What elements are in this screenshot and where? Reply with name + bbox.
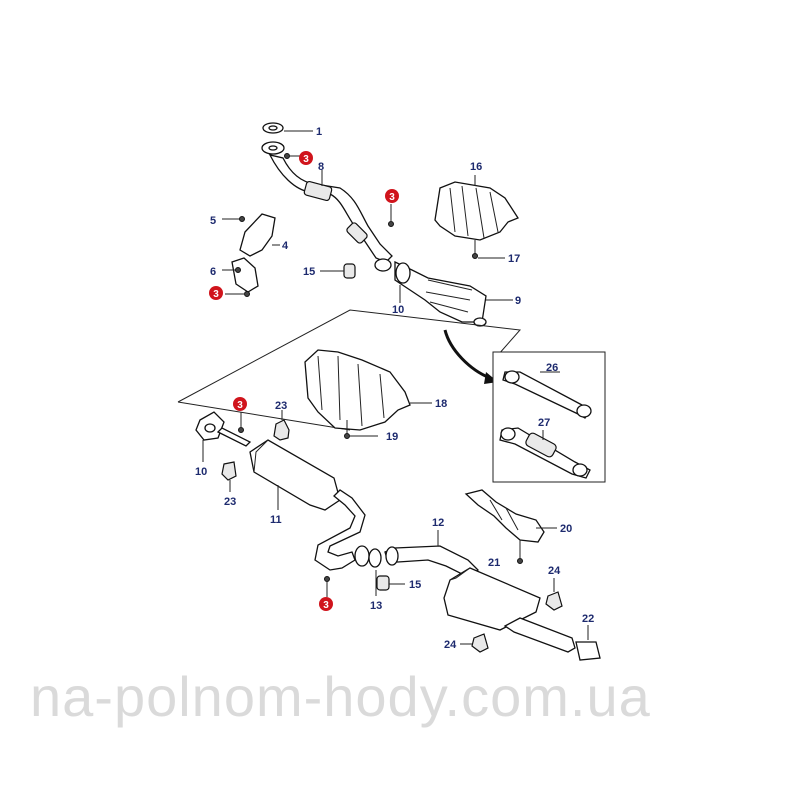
label-27: 27 (538, 417, 550, 429)
label-3d: 3 (237, 400, 243, 411)
part-16-heat-shield (434, 175, 519, 259)
marker-3d (233, 397, 247, 411)
part-8-front-pipe (268, 154, 393, 263)
marker-3b (385, 189, 399, 203)
label-24a: 24 (548, 565, 561, 577)
part-15-rubber-hanger (320, 263, 356, 279)
label-23b: 23 (224, 496, 236, 508)
label-10a: 10 (392, 304, 404, 316)
marker-3a (299, 151, 313, 165)
label-13: 13 (370, 600, 382, 612)
label-21: 21 (488, 557, 500, 569)
part-15-rubber-hanger-lower (376, 575, 405, 591)
part-24-rubber-hanger (460, 578, 563, 653)
label-8: 8 (318, 161, 324, 173)
part-22-tail-pipe (575, 625, 601, 661)
marker-3c (209, 286, 223, 300)
label-3a: 3 (303, 154, 309, 165)
part-12-rear-muffler (384, 530, 576, 653)
label-3e: 3 (323, 600, 329, 611)
part-10-gasket (195, 411, 225, 462)
label-3b: 3 (389, 192, 395, 203)
label-16: 16 (470, 161, 482, 173)
label-12: 12 (432, 517, 444, 529)
label-10b: 10 (195, 466, 207, 478)
part-11-center-muffler (216, 427, 366, 571)
part-13-gasket (354, 545, 382, 596)
label-19: 19 (386, 431, 398, 443)
label-17: 17 (508, 253, 520, 265)
label-11: 11 (270, 514, 282, 526)
label-3c: 3 (213, 289, 219, 300)
label-5: 5 (210, 215, 216, 227)
part-1-flange-gasket (261, 122, 313, 155)
inset-box-flex-pipes (492, 351, 606, 483)
part-23-rubber-hanger (221, 410, 290, 492)
label-23a: 23 (275, 400, 287, 412)
part-18-heat-shield (304, 349, 432, 439)
label-15a: 15 (303, 266, 315, 278)
marker-3e (319, 597, 333, 611)
label-1: 1 (316, 126, 322, 138)
label-18: 18 (435, 398, 447, 410)
part-20-heat-shield (464, 489, 557, 564)
label-22: 22 (582, 613, 594, 625)
label-15b: 15 (409, 579, 421, 591)
part-4-bracket (222, 213, 280, 293)
label-9: 9 (515, 295, 521, 307)
label-20: 20 (560, 523, 572, 535)
label-26: 26 (546, 362, 558, 374)
part-9-catalytic-converter (374, 258, 513, 327)
label-4: 4 (282, 240, 289, 252)
label-6: 6 (210, 266, 216, 278)
label-24b: 24 (444, 639, 457, 651)
watermark-text: na-polnom-hody.com.ua (30, 665, 651, 728)
